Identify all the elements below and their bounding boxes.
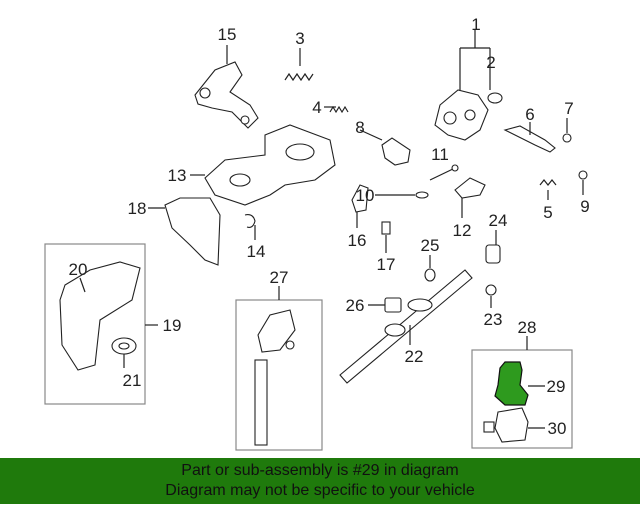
part-13[interactable] bbox=[190, 124, 336, 206]
callout-12: 12 bbox=[453, 221, 472, 240]
part-29[interactable] bbox=[494, 361, 545, 406]
callout-19: 19 bbox=[163, 316, 182, 335]
callout-18: 18 bbox=[128, 199, 147, 218]
parts-diagram: 1 2 3 4 5 6 7 8 9 10 11 12 13 14 15 16 1… bbox=[44, 15, 590, 451]
part-25[interactable] bbox=[424, 255, 436, 282]
part-17[interactable] bbox=[381, 221, 391, 253]
callout-4: 4 bbox=[312, 98, 321, 117]
part-5[interactable] bbox=[539, 179, 557, 200]
callout-labels: 1 2 3 4 5 6 7 8 9 10 11 12 13 14 15 16 1… bbox=[69, 15, 590, 438]
callout-10: 10 bbox=[356, 186, 375, 205]
callout-16: 16 bbox=[348, 231, 367, 250]
callout-23: 23 bbox=[484, 310, 503, 329]
banner-line-disclaimer: Diagram may not be specific to your vehi… bbox=[165, 482, 475, 499]
callout-28: 28 bbox=[518, 318, 537, 337]
part-22[interactable] bbox=[339, 269, 473, 384]
callout-29: 29 bbox=[547, 377, 566, 396]
part-27[interactable] bbox=[254, 286, 296, 446]
callout-11: 11 bbox=[431, 145, 449, 164]
banner-line-part: Part or sub-assembly is #29 in diagram bbox=[181, 462, 459, 479]
part-21[interactable] bbox=[111, 337, 137, 368]
callout-17: 17 bbox=[377, 255, 396, 274]
part-8[interactable] bbox=[359, 129, 411, 166]
part-2[interactable] bbox=[487, 48, 503, 104]
part-14[interactable] bbox=[244, 214, 256, 240]
callout-20: 20 bbox=[69, 260, 88, 279]
callout-26: 26 bbox=[346, 296, 365, 315]
callout-15: 15 bbox=[218, 25, 237, 44]
callout-22: 22 bbox=[405, 347, 424, 366]
part-26[interactable] bbox=[368, 297, 402, 313]
callout-27: 27 bbox=[270, 268, 289, 287]
part-3[interactable] bbox=[284, 48, 314, 82]
part-16[interactable] bbox=[351, 184, 369, 228]
callout-14: 14 bbox=[247, 242, 266, 261]
part-24[interactable] bbox=[485, 230, 501, 264]
callout-24: 24 bbox=[489, 211, 508, 230]
part-9[interactable] bbox=[578, 170, 588, 195]
callout-21: 21 bbox=[123, 371, 142, 390]
part-10[interactable] bbox=[375, 191, 429, 199]
part-15[interactable] bbox=[194, 45, 259, 129]
part-18[interactable] bbox=[148, 197, 221, 266]
part-12[interactable] bbox=[454, 177, 486, 218]
part-20[interactable] bbox=[59, 261, 141, 371]
callout-7: 7 bbox=[564, 99, 573, 118]
part-1[interactable] bbox=[434, 30, 490, 141]
part-30[interactable] bbox=[483, 407, 545, 443]
part-11[interactable] bbox=[429, 164, 459, 181]
callout-6: 6 bbox=[525, 105, 534, 124]
group-box-28 bbox=[471, 349, 573, 449]
part-6[interactable] bbox=[503, 122, 556, 153]
callout-3: 3 bbox=[295, 29, 304, 48]
callout-30: 30 bbox=[548, 419, 567, 438]
callout-2: 2 bbox=[486, 53, 495, 72]
part-7[interactable] bbox=[562, 118, 572, 143]
part-4[interactable] bbox=[324, 105, 349, 114]
part-23[interactable] bbox=[485, 284, 497, 308]
callout-5: 5 bbox=[543, 203, 552, 222]
callout-25: 25 bbox=[421, 236, 440, 255]
callout-8: 8 bbox=[355, 118, 364, 137]
info-banner: Part or sub-assembly is #29 in diagram D… bbox=[0, 458, 640, 504]
callout-1: 1 bbox=[471, 15, 480, 34]
group-box-20-21 bbox=[44, 243, 146, 405]
callout-9: 9 bbox=[580, 197, 589, 216]
callout-13: 13 bbox=[168, 166, 187, 185]
